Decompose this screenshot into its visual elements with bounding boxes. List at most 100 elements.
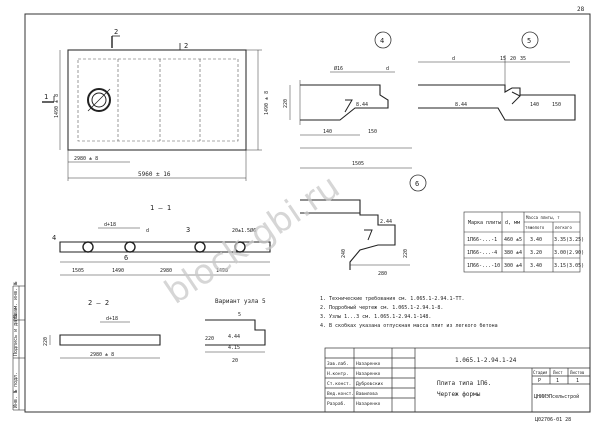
plan-view (42, 35, 262, 181)
section-2-2-dim3: 220 (43, 337, 49, 346)
node-6-dim5: 220 (403, 249, 409, 258)
variant-5-dim3: 4.44 (228, 334, 240, 340)
section-1-1-dim-4: 1490 (216, 268, 228, 274)
title-block-stage-hdr: Стадия (533, 370, 547, 375)
node-5-detail (418, 31, 576, 121)
svg-text:3.00(2.90): 3.00(2.90) (554, 250, 584, 256)
node-4-dim4: 8.44 (356, 102, 368, 108)
title-block-sheet: 1 (556, 378, 559, 384)
stamp-inventory: Инв. № подл. (13, 372, 19, 408)
plan-mark-1: 1 (44, 93, 48, 101)
svg-text:1П66-...-4: 1П66-...-4 (467, 250, 497, 256)
title-block-name-1: Плита типа 1П6. (437, 380, 491, 387)
svg-text:Дубровских: Дубровских (356, 380, 383, 387)
section-1-1-title: 1 — 1 (150, 204, 171, 212)
section-1-1-label-d18: d+18 (104, 222, 116, 228)
variant-5-drawing (205, 319, 266, 353)
node-6-detail (300, 167, 427, 270)
svg-text:Вед.конст.: Вед.конст. (327, 391, 354, 397)
side-stamp: Взам. инв. № Подпись и дата Инв. № подл. (12, 282, 25, 411)
svg-text:3.15(3.05): 3.15(3.05) (554, 263, 584, 269)
node-6-dim1: 1505 (352, 161, 364, 167)
marks-table-row-2: 1П66-...-4 380 ±4 3.20 3.00(2.90) (467, 250, 584, 256)
node-5-dim5: 140 (530, 102, 539, 108)
svg-text:3.40: 3.40 (530, 237, 542, 243)
title-block-name-2: Чертеж формы (437, 391, 481, 398)
title-block-sheet-hdr: Лист (553, 370, 563, 375)
node-5-dim2: 20 (510, 56, 516, 62)
section-1-1-label-3: 3 (186, 226, 190, 234)
section-1-1-dim-2: 1490 (112, 268, 124, 274)
watermark: block-gbi.ru (158, 167, 347, 313)
title-block-org: ЦНИИЭПсельстрой (534, 394, 579, 400)
section-2-2-drawing (49, 321, 161, 359)
svg-text:Назаренко: Назаренко (356, 371, 381, 377)
title-block-sheets: 1 (576, 378, 579, 384)
node-4-dim5: 140 (323, 129, 332, 135)
svg-text:Разраб.: Разраб. (327, 400, 346, 407)
section-2-2-dim2: 2980 ± 8 (90, 352, 114, 358)
variant-5-dim2: 220 (205, 336, 214, 342)
variant-5-dim5: 20 (232, 358, 238, 364)
note-3: 3. Узлы 1...3 см. 1.065.1-2.94.1-148. (320, 314, 431, 320)
node-6-dim2: 2.44 (380, 219, 392, 225)
svg-text:3.35(3.25): 3.35(3.25) (554, 237, 584, 243)
svg-text:300 ±4: 300 ±4 (504, 263, 522, 269)
plan-dim-bottom-1: 2980 ± 8 (74, 156, 98, 162)
variant-5-dim4: 4.15 (228, 345, 240, 351)
svg-text:Вавилова: Вавилова (356, 391, 378, 397)
marks-table-row-1: 1П66-...-1 460 ±5 3.40 3.35(3.25) (467, 237, 584, 243)
svg-text:Н.контр.: Н.контр. (327, 371, 349, 377)
svg-text:Зав.лаб.: Зав.лаб. (327, 360, 349, 367)
node-6-dim4: 280 (378, 271, 387, 277)
node-4-detail (289, 31, 412, 149)
node-6-callout: 6 (415, 180, 419, 188)
svg-text:380 ±4: 380 ±4 (504, 250, 522, 256)
node-5-dim6: 150 (552, 102, 561, 108)
svg-text:3.40: 3.40 (530, 263, 542, 269)
node-4-d: d (386, 66, 389, 72)
title-block-code: 1.065.1-2.94.1-24 (455, 357, 517, 364)
svg-text:3.20: 3.20 (530, 250, 542, 256)
note-4: 4. В скобках указана отпускная масса пли… (320, 322, 498, 329)
title-block-sheets-hdr: Листов (570, 370, 584, 375)
stamp-replace: Взам. инв. № (13, 282, 19, 318)
title-block-stage: Р (538, 378, 541, 384)
node-5-dim3: 35 (520, 56, 526, 62)
marks-table-row-3: 1П66-...-10 300 ±4 3.40 3.15(3.05) (467, 263, 584, 269)
plan-dim-top: 2 (184, 42, 188, 50)
note-1: 1. Технические требования см. 1.065.1-2.… (320, 295, 465, 302)
node-5-callout: 5 (527, 37, 531, 45)
svg-text:1П66-...-10: 1П66-...-10 (467, 263, 500, 269)
marks-table-header-mass: Масса плиты, т (526, 215, 560, 220)
node-4-dim6: 150 (368, 129, 377, 135)
section-1-1-label-4: 4 (52, 234, 56, 242)
section-2-2-title: 2 — 2 (88, 299, 109, 307)
node-5-dim4: 8.44 (455, 102, 467, 108)
marks-table-header-d: d, мм (505, 220, 520, 226)
svg-text:Назаренко: Назаренко (356, 361, 381, 367)
title-block-signers: Зав.лаб. Назаренко Н.контр. Назаренко Ст… (327, 360, 383, 407)
node-5-d: d (452, 56, 455, 62)
sheet-frame (24, 13, 591, 413)
section-1-1-dim-1: 1505 (72, 268, 84, 274)
marks-table-sub-heavy: тяжелого (525, 225, 545, 230)
node-4-callout: 4 (380, 37, 384, 45)
notes-block: 1. Технические требования см. 1.065.1-2.… (320, 295, 498, 329)
marks-table (463, 211, 581, 273)
variant-5-title: Вариант узла 5 (215, 298, 266, 305)
svg-text:1П66-...-1: 1П66-...-1 (467, 237, 497, 243)
bottom-code: Ц02706-01 28 (535, 417, 571, 423)
section-1-1-dim-3: 2980 (160, 268, 172, 274)
node-4-dim1: Ø16 (334, 65, 343, 72)
note-2: 2. Подробный чертеж см. 1.065.1-2.94.1-8… (320, 304, 443, 311)
node-5-dim1: 15 (500, 56, 506, 62)
title-block-frame (324, 347, 591, 413)
section-1-1-label-reinf: 20±1.5Ø6 (232, 227, 256, 234)
plan-dim-length: 5960 ± 16 (138, 171, 171, 178)
plan-dim-width: 1490 ± 8 (54, 94, 60, 118)
page-number: 28 (577, 6, 585, 13)
svg-text:460 ±5: 460 ±5 (504, 237, 522, 243)
